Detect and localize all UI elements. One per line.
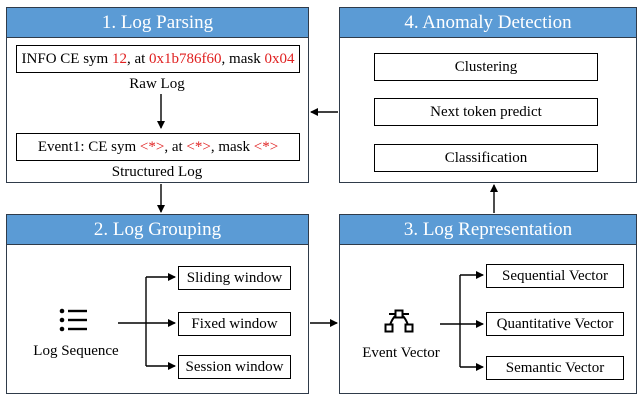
structured-log-text-3: , mask: [210, 139, 254, 155]
log-grouping-header: 2. Log Grouping: [7, 215, 308, 245]
raw-log-text-2: , at: [126, 51, 150, 67]
structured-log-label: Structured Log: [111, 164, 203, 180]
structured-log-wildcard-sym: <*>: [139, 139, 165, 155]
vector-box-semantic: Semantic Vector: [486, 356, 624, 380]
raw-log-value-sym: 12: [111, 51, 127, 67]
raw-log-value-mask: 0x04: [264, 51, 295, 67]
anomaly-detection-header: 4. Anomaly Detection: [340, 8, 636, 38]
log-parsing-panel: 1. Log Parsing INFO CE sym 12, at 0x1b78…: [6, 7, 309, 183]
raw-log-text-1: INFO CE sym: [21, 51, 112, 67]
raw-log-label: Raw Log: [129, 76, 185, 92]
raw-log-text-3: , mask: [221, 51, 265, 67]
log-grouping-panel: 2. Log Grouping Log Sequence Sliding win…: [6, 214, 309, 394]
raw-log-value-address: 0x1b786f60: [149, 51, 222, 67]
log-representation-header: 3. Log Representation: [340, 215, 636, 245]
structured-log-box: Event1: CE sym <*>, at <*>, mask <*>: [16, 133, 300, 161]
vector-box-sequential: Sequential Vector: [486, 264, 624, 288]
structured-log-wildcard-address: <*>: [186, 139, 211, 155]
structured-log-text-1: Event1: CE sym: [37, 139, 140, 155]
log-sequence-label: Log Sequence: [33, 343, 119, 359]
method-box-classification: Classification: [374, 144, 598, 172]
anomaly-detection-panel: 4. Anomaly Detection Clustering Next tok…: [339, 7, 637, 183]
window-box-fixed: Fixed window: [178, 312, 291, 336]
vector-box-quantitative: Quantitative Vector: [486, 312, 624, 336]
structured-log-wildcard-mask: <*>: [253, 139, 279, 155]
vector-path-icon: [384, 309, 414, 333]
log-parsing-header: 1. Log Parsing: [7, 8, 308, 38]
event-vector-label: Event Vector: [362, 345, 440, 361]
log-representation-panel: 3. Log Representation Event Vector Seque…: [339, 214, 637, 394]
window-box-session: Session window: [178, 355, 291, 379]
window-box-sliding: Sliding window: [178, 266, 291, 290]
method-box-next-token: Next token predict: [374, 98, 598, 126]
method-box-clustering: Clustering: [374, 53, 598, 81]
list-icon: [59, 308, 87, 332]
raw-log-box: INFO CE sym 12, at 0x1b786f60, mask 0x04: [16, 45, 300, 73]
structured-log-text-2: , at: [164, 139, 187, 155]
